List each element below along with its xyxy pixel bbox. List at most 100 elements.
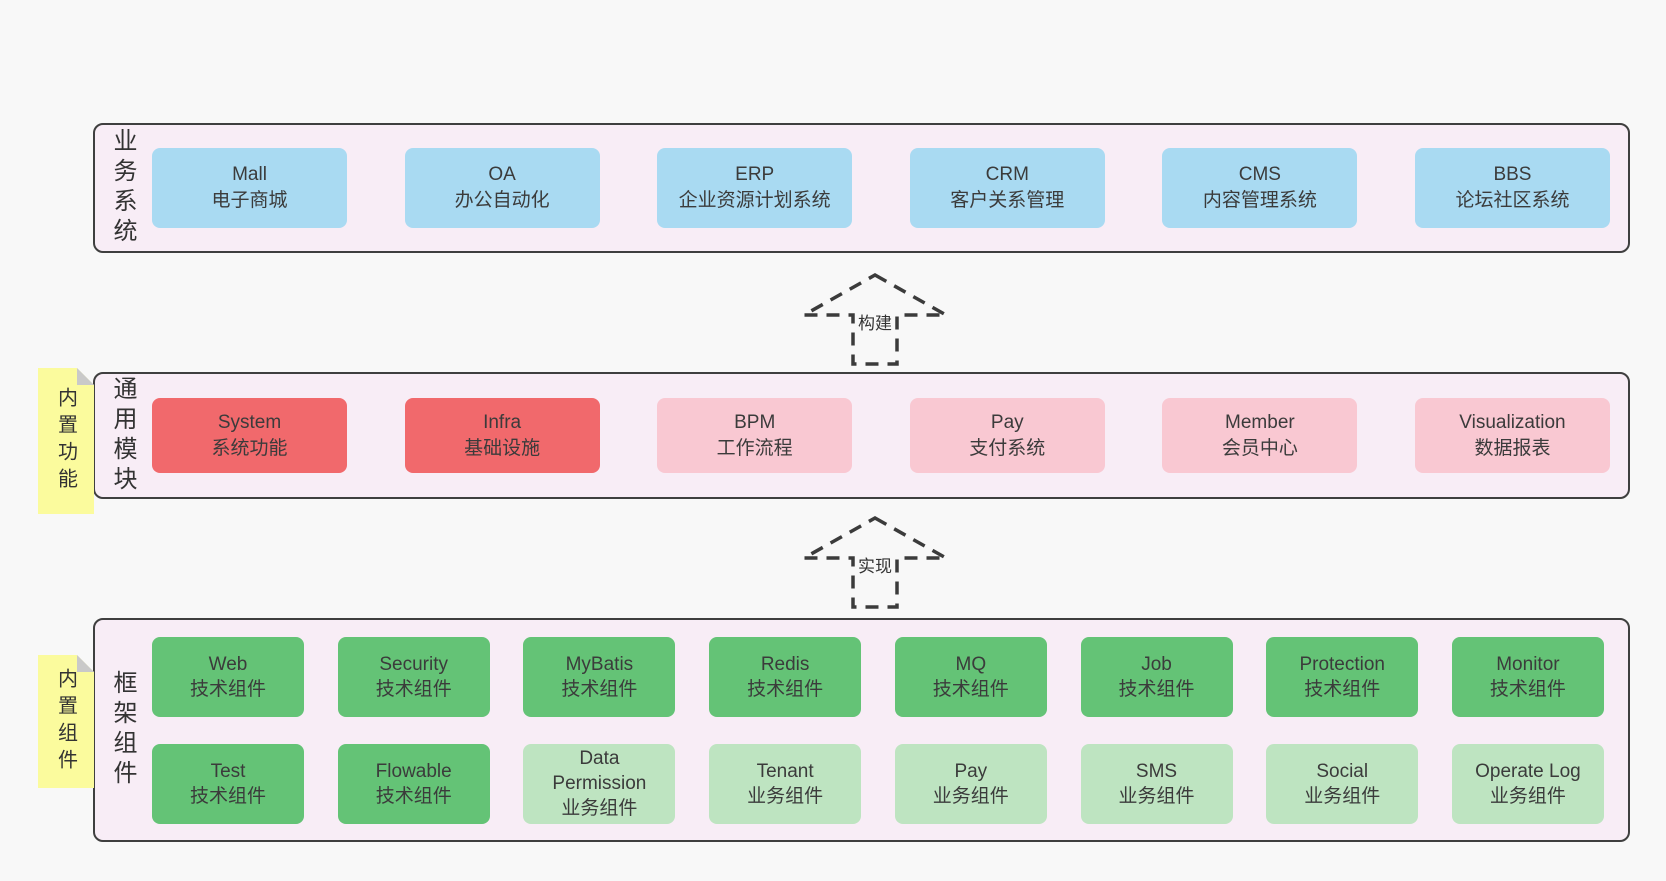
- box-protection: Protection 技术组件: [1266, 636, 1419, 717]
- box-tenant: Tenant 业务组件: [709, 743, 862, 824]
- box-erp: ERP 企业资源计划系统: [657, 148, 853, 228]
- box-subtitle: 技术组件: [375, 785, 452, 807]
- sticky-note-paper: [38, 368, 94, 514]
- box-subtitle: 支付系统: [969, 437, 1046, 459]
- sticky-note-built-in-features: 内置功能: [38, 368, 94, 514]
- box-visualization: Visualization 数据报表: [1414, 398, 1610, 473]
- panel-label-common-modules: 通用模块: [109, 375, 136, 496]
- box-bpm: BPM 工作流程: [657, 398, 853, 473]
- box-subtitle: 技术组件: [1304, 678, 1381, 700]
- up-block-arrow-icon: [800, 515, 950, 609]
- implement-arrow: 实现: [800, 515, 950, 610]
- box-pay: Pay 支付系统: [909, 398, 1105, 473]
- box-mall: Mall 电子商城: [152, 148, 347, 228]
- box-subtitle: 工作流程: [716, 437, 793, 459]
- box-subtitle: 业务组件: [1304, 785, 1381, 807]
- box-subtitle: 技术组件: [747, 678, 824, 700]
- build-arrow: 构建: [800, 272, 950, 367]
- box-test: Test 技术组件: [152, 743, 304, 824]
- box-subtitle: 业务组件: [1489, 785, 1566, 807]
- box-security: Security 技术组件: [337, 636, 490, 717]
- box-title: Protection: [1299, 653, 1385, 675]
- box-subtitle: 业务组件: [932, 785, 1009, 807]
- box-title: Pay: [990, 411, 1024, 433]
- box-bbs: BBS 论坛社区系统: [1414, 148, 1610, 228]
- box-title: Job: [1141, 653, 1172, 675]
- box-subtitle: 内容管理系统: [1202, 190, 1317, 211]
- box-member: Member 会员中心: [1162, 398, 1358, 473]
- box-data-permission: Data Permission 业务组件: [523, 743, 676, 824]
- box-system: System 系统功能: [152, 398, 347, 473]
- box-title: System: [217, 411, 282, 433]
- box-subtitle: 技术组件: [1489, 678, 1566, 700]
- box-title: BPM: [734, 411, 776, 433]
- box-monitor: Monitor 技术组件: [1451, 636, 1604, 717]
- box-subtitle: 系统功能: [211, 437, 288, 459]
- box-subtitle: 业务组件: [1118, 785, 1195, 807]
- folded-corner-icon: [77, 368, 94, 385]
- box-subtitle: 技术组件: [561, 678, 638, 700]
- box-title: Flowable: [375, 760, 452, 782]
- box-title: Tenant: [756, 760, 814, 782]
- box-title: Redis: [760, 653, 810, 675]
- box-operate-log: Operate Log 业务组件: [1451, 743, 1604, 824]
- sticky-note-text: 内置功能: [54, 387, 77, 495]
- up-block-arrow-icon: [800, 272, 950, 366]
- box-subtitle: 数据报表: [1474, 437, 1551, 459]
- box-subtitle: 技术组件: [189, 678, 266, 700]
- box-subtitle: 客户关系管理: [950, 190, 1065, 211]
- box-subtitle: 办公自动化: [454, 190, 550, 211]
- box-subtitle: 电子商城: [211, 190, 288, 211]
- box-subtitle: 基础设施: [464, 437, 541, 459]
- box-subtitle: 论坛社区系统: [1455, 190, 1570, 211]
- sticky-note-text: 内置组件: [54, 667, 77, 776]
- box-title: Test: [210, 760, 246, 782]
- box-title: MQ: [955, 653, 987, 675]
- box-subtitle: 技术组件: [189, 785, 266, 807]
- box-redis: Redis 技术组件: [709, 636, 862, 717]
- box-sms: SMS 业务组件: [1080, 743, 1233, 824]
- box-flowable: Flowable 技术组件: [337, 743, 490, 824]
- box-subtitle: 技术组件: [932, 678, 1009, 700]
- box-subtitle: 业务组件: [747, 785, 824, 807]
- box-title: Visualization: [1459, 411, 1566, 433]
- box-title: SMS: [1135, 760, 1178, 782]
- box-title: Pay: [954, 760, 988, 782]
- build-arrow-label: 构建: [855, 308, 895, 335]
- box-title: Operate Log: [1475, 760, 1581, 782]
- box-title: Mall: [232, 164, 267, 185]
- box-subtitle: 技术组件: [375, 678, 452, 700]
- box-title: ERP: [735, 164, 775, 185]
- box-title: BBS: [1493, 164, 1532, 185]
- box-title: Security: [379, 653, 449, 675]
- box-web: Web 技术组件: [152, 636, 304, 717]
- box-subtitle: 企业资源计划系统: [678, 190, 831, 211]
- box-mq: MQ 技术组件: [894, 636, 1047, 717]
- panel-label-framework-components: 框架组件: [109, 670, 136, 790]
- box-subtitle: 会员中心: [1221, 437, 1298, 459]
- box-subtitle: 业务组件: [561, 798, 638, 819]
- box-title: Web: [208, 653, 248, 675]
- box-title: Member: [1225, 411, 1295, 433]
- box-title: Monitor: [1496, 653, 1560, 675]
- sticky-note-built-in-components: 内置组件: [38, 655, 94, 788]
- box-pay: Pay 业务组件: [894, 743, 1047, 824]
- box-title: Data Permission: [552, 748, 647, 794]
- box-title: OA: [488, 164, 516, 185]
